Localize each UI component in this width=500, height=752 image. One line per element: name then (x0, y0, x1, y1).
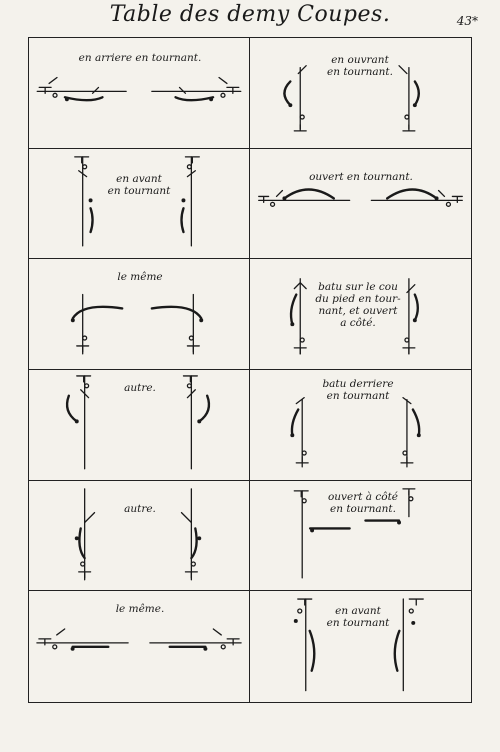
cell-6: batu sur le cou du pied en tour- nant, e… (250, 259, 471, 370)
cell-12: en avant en tournant (250, 591, 471, 702)
cell-10: ouvert à côté en tournant. (250, 481, 471, 592)
cell-caption: autre. (124, 502, 156, 515)
cell-caption: ouvert en tournant. (309, 170, 413, 183)
cell-caption: le même. (115, 603, 165, 616)
cell-caption: batu sur le cou du pied en tour- nant, e… (315, 281, 401, 330)
dance-figure (70, 294, 204, 355)
cell-caption: en avant en tournant (326, 605, 390, 630)
cell-4: ouvert en tournant. (250, 149, 471, 260)
cell-caption: autre. (124, 381, 156, 394)
cell-5: le même (29, 259, 250, 370)
cell-7: autre. (29, 369, 250, 481)
cell-8: batu derriere en tournant (250, 370, 471, 481)
dance-figure (293, 598, 424, 692)
cell-caption: en avant en tournant (107, 172, 171, 197)
cell-caption: en arriere en tournant. (78, 52, 202, 64)
dance-figure (283, 65, 420, 132)
dance-figure (36, 628, 242, 652)
page-title: Table des demy Coupes. (109, 2, 391, 27)
notation-table: en arriere en tournant. en ouvrant en to… (28, 37, 472, 703)
dance-figure (290, 397, 421, 468)
cell-3: en avant en tournant (29, 148, 250, 260)
dance-figure (293, 487, 416, 579)
cell-caption: batu derriere en tournant (322, 377, 394, 402)
cell-caption: en ouvrant en tournant. (327, 54, 393, 78)
dance-figure (65, 375, 211, 470)
dance-figure (36, 76, 242, 102)
cell-2: en ouvrant en tournant. (250, 38, 471, 149)
dance-figure (74, 155, 200, 247)
cell-caption: le même (117, 271, 163, 284)
dance-figure (74, 487, 202, 581)
cell-11: le même. (29, 591, 250, 702)
cell-9: autre. (29, 480, 250, 592)
cell-caption: ouvert à côté en tournant. (327, 490, 399, 515)
dance-figure (258, 187, 463, 207)
page-number: 43* (456, 14, 478, 28)
dance-figure (289, 278, 419, 355)
cell-1: en arriere en tournant. (29, 38, 250, 149)
